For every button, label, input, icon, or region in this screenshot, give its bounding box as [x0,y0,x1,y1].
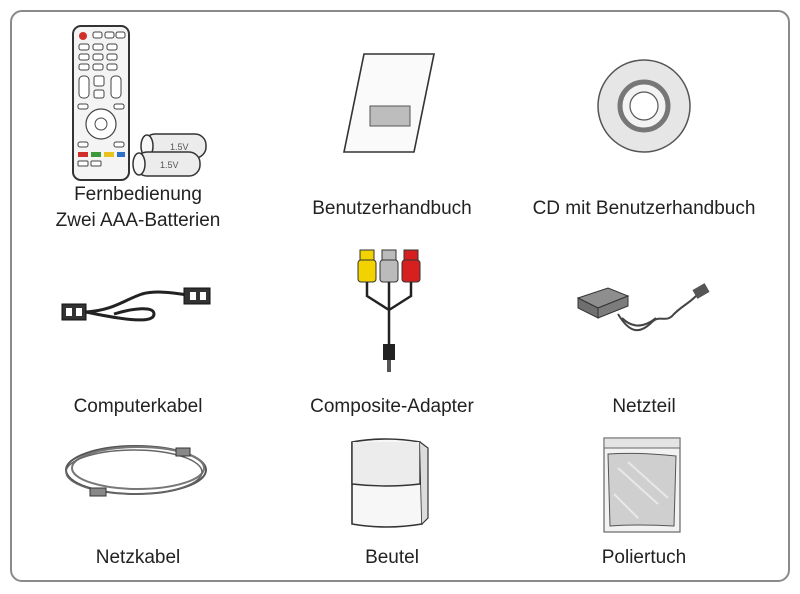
pouch-label: Beutel [365,547,419,568]
remote-label-line2: Zwei AAA-Batterien [55,210,221,231]
power-cable-icon [65,445,207,497]
computer-cable-label: Computerkabel [73,396,203,417]
cd-icon [597,59,691,153]
composite-label: Composite-Adapter [310,396,474,417]
computer-cable-icon [61,287,211,322]
remote-control-icon [72,25,130,181]
remote-label-line1: Fernbedienung [74,184,202,205]
battery-label-1: 1.5V [170,142,189,152]
cloth-label: Poliertuch [601,547,687,568]
power-adapter-icon [576,283,710,332]
polishing-cloth-icon [603,437,681,533]
manual-booklet-icon [343,53,435,153]
batteries-icon: 1.5V 1.5V [132,133,207,177]
battery-label-2: 1.5V [160,160,179,170]
power-cable-label: Netzkabel [95,547,181,568]
power-adapter-label: Netzteil [612,396,676,417]
accessories-panel: 1.5V 1.5V Fernbedienung Zwei AAA-Batteri… [10,10,790,582]
composite-adapter-icon [357,249,421,372]
pouch-icon [351,438,429,528]
cd-label: CD mit Benutzerhandbuch [532,198,756,219]
manual-label: Benutzerhandbuch [312,198,472,219]
remote-label: Fernbedienung Zwei AAA-Batterien [8,182,268,234]
